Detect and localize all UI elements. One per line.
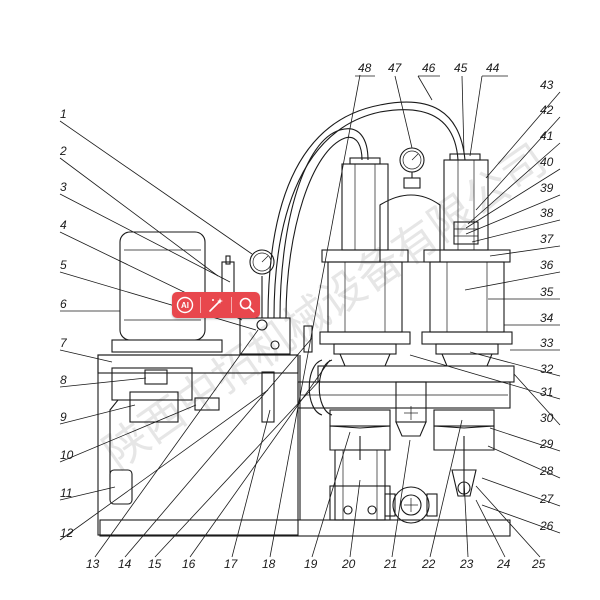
callout-43: 43 (540, 78, 554, 92)
callout-46: 46 (422, 61, 436, 75)
callout-31: 31 (540, 385, 553, 399)
callout-44: 44 (486, 61, 500, 75)
left-cylinder (319, 157, 411, 367)
callout-21: 21 (383, 557, 397, 571)
center-tank (379, 147, 441, 263)
callout-26: 26 (539, 519, 554, 533)
callout-18: 18 (262, 557, 276, 571)
callout-48: 48 (358, 61, 372, 75)
right-cylinder (421, 153, 513, 367)
callout-23: 23 (459, 557, 474, 571)
callout-34: 34 (540, 311, 554, 325)
callout-14: 14 (118, 557, 132, 571)
callout-6: 6 (60, 297, 67, 311)
callout-15: 15 (148, 557, 162, 571)
callout-17: 17 (224, 557, 239, 571)
callout-42: 42 (540, 103, 554, 117)
callout-16: 16 (182, 557, 196, 571)
image-toolbar: AI (172, 292, 260, 318)
callout-27: 27 (539, 492, 555, 506)
callout-13: 13 (86, 557, 100, 571)
callout-38: 38 (540, 206, 554, 220)
search-icon (239, 297, 255, 313)
callout-1: 1 (60, 107, 67, 121)
callout-30: 30 (540, 411, 554, 425)
callout-8: 8 (60, 373, 67, 387)
magic-wand-icon (209, 298, 223, 312)
callout-3: 3 (60, 180, 67, 194)
search-button[interactable] (236, 294, 258, 316)
callout-12: 12 (60, 526, 74, 540)
callout-24: 24 (496, 557, 511, 571)
motor-unit (97, 354, 299, 505)
callout-11: 11 (60, 486, 72, 500)
valve-manifold (221, 249, 291, 355)
callout-36: 36 (540, 258, 554, 272)
callout-numbers: 1 2 3 4 5 6 7 8 9 10 11 12 13 14 15 16 1… (59, 61, 555, 571)
callout-20: 20 (341, 557, 356, 571)
ai-button[interactable]: AI (174, 294, 196, 316)
callout-41: 41 (540, 129, 553, 143)
callout-45: 45 (454, 61, 468, 75)
callout-35: 35 (540, 285, 554, 299)
callout-4: 4 (60, 218, 67, 232)
oil-tank (111, 231, 223, 353)
callout-5: 5 (60, 258, 67, 272)
toolbar-separator (231, 297, 232, 313)
svg-text:AI: AI (181, 301, 189, 310)
callout-19: 19 (304, 557, 318, 571)
callout-32: 32 (540, 362, 554, 376)
callout-9: 9 (60, 410, 67, 424)
callout-39: 39 (540, 181, 554, 195)
outlet-flange (384, 486, 438, 524)
callout-22: 22 (421, 557, 436, 571)
callout-29: 29 (539, 437, 554, 451)
callout-7: 7 (60, 336, 68, 350)
callout-2: 2 (59, 144, 67, 158)
callout-33: 33 (540, 336, 554, 350)
callout-37: 37 (540, 232, 555, 246)
leader-lines (59, 74, 561, 558)
ai-icon: AI (176, 296, 194, 314)
toolbar-separator (200, 297, 201, 313)
callout-10: 10 (60, 448, 74, 462)
magic-wand-button[interactable] (205, 294, 227, 316)
hydraulic-hoses (267, 101, 466, 319)
callout-28: 28 (539, 464, 554, 478)
callout-40: 40 (540, 155, 554, 169)
callout-25: 25 (531, 557, 546, 571)
drive-motor (329, 449, 391, 521)
callout-47: 47 (388, 61, 403, 75)
lower-pump-body (317, 365, 515, 497)
